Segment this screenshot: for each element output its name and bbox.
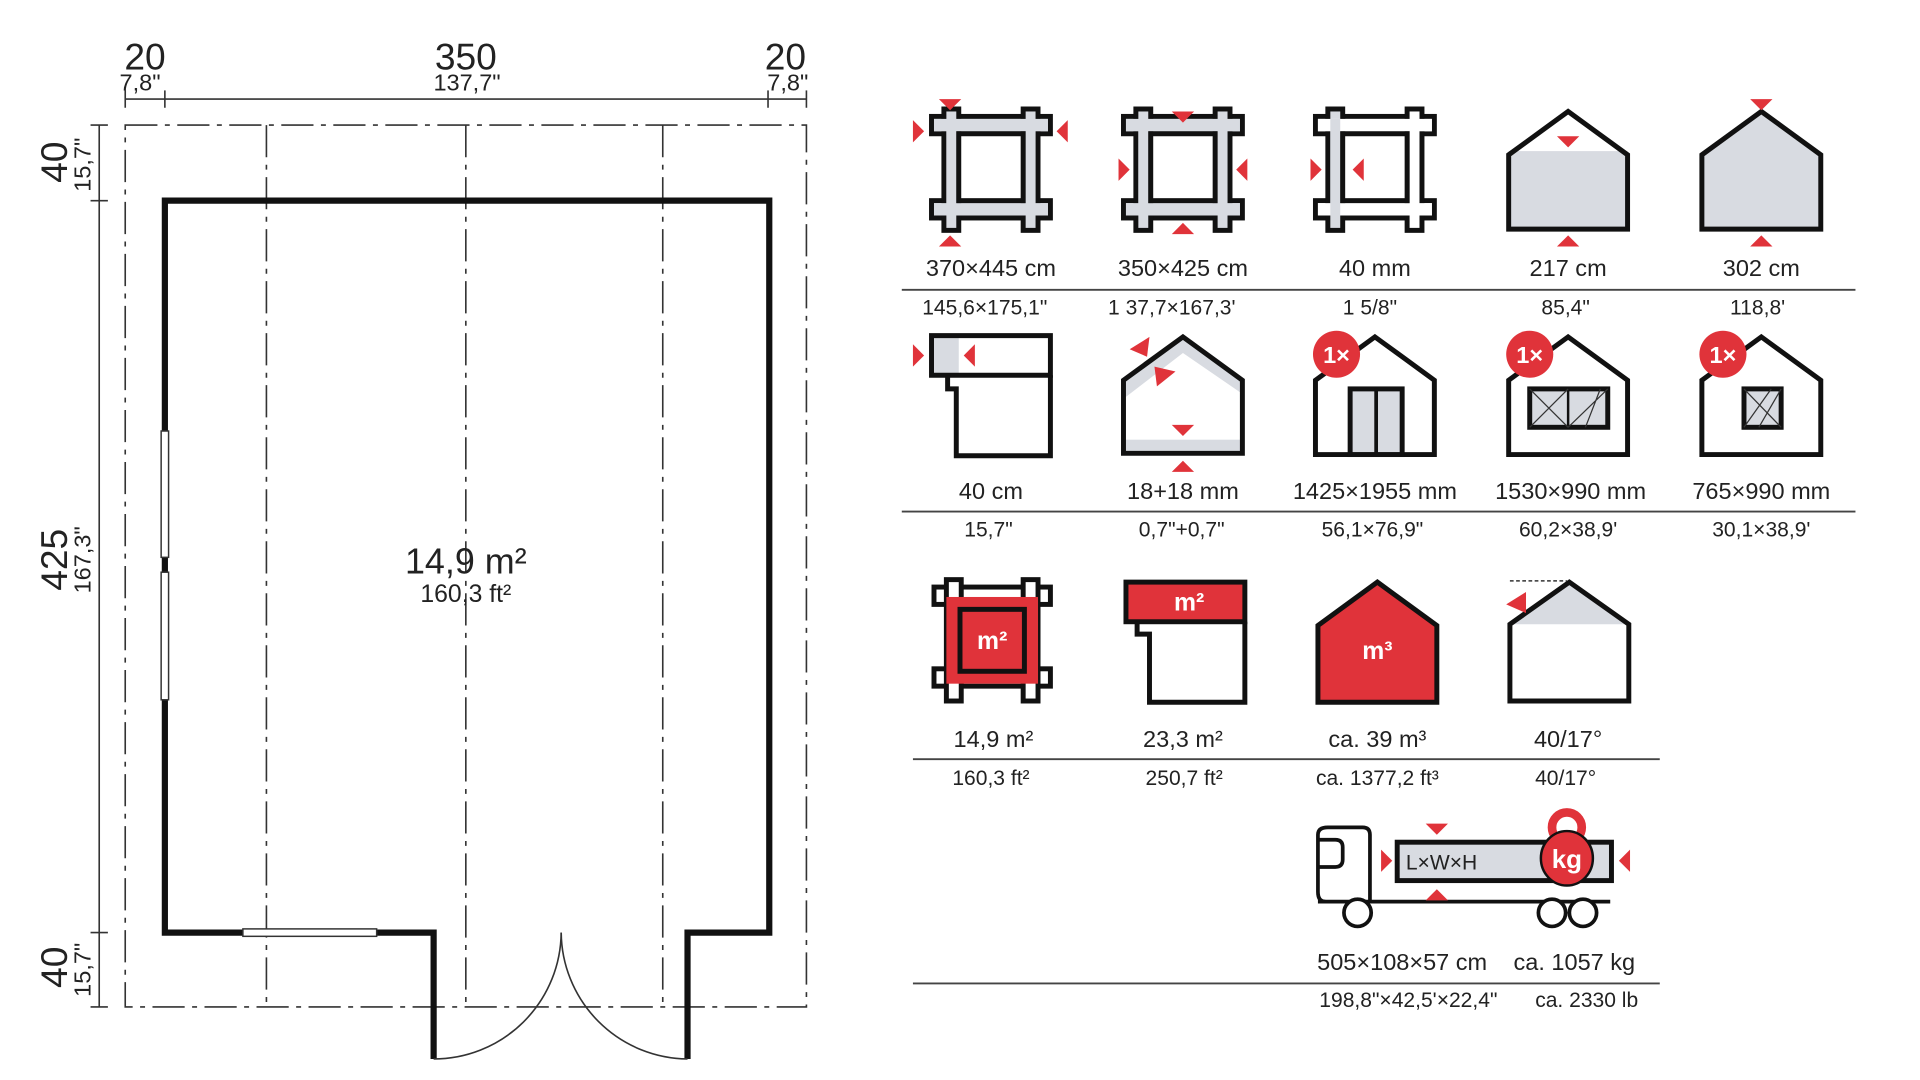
quantity-badge: 1×	[1699, 330, 1747, 378]
spec-value: ca. 39 m³	[1328, 726, 1426, 752]
spec-imperial: 30,1×38,9'	[1712, 518, 1810, 541]
top-dimension-line	[124, 90, 808, 108]
walls	[161, 197, 773, 1059]
single-window-icon: 1×	[1699, 330, 1824, 458]
spec-value: 23,3 m²	[1143, 726, 1223, 752]
svg-text:kg: kg	[1552, 844, 1582, 874]
double-window-icon: 1×	[1506, 330, 1631, 458]
roof-floor-thickness-icon	[1121, 333, 1245, 472]
package-weight: ca. 1057 kg	[1514, 949, 1636, 975]
weight-icon: kg	[1539, 808, 1595, 887]
spec-value: 217 cm	[1530, 255, 1607, 281]
spec-imperial: 1 5/8"	[1343, 297, 1397, 320]
dim-front-inch: 15,7"	[70, 138, 96, 192]
spec-value: 40 cm	[959, 478, 1023, 504]
spec-value: 350×425 cm	[1118, 255, 1248, 281]
window-left-1	[160, 430, 170, 559]
door-swing-right	[560, 932, 688, 1060]
floor-plan: 20 7,8" 350 137,7" 20 7,8" 40 15,7" 425 …	[33, 35, 808, 1060]
dim-depth-cm: 425	[33, 529, 75, 591]
quantity-badge: 1×	[1506, 330, 1554, 378]
window-left-2	[160, 571, 170, 701]
svg-text:m²: m²	[1174, 590, 1204, 617]
window-front	[242, 928, 378, 938]
package-dimensions-label: L×W×H	[1406, 851, 1477, 874]
dim-right-inch: 7,8"	[767, 69, 808, 95]
spec-value: 1425×1955 mm	[1293, 478, 1457, 504]
svg-text:1×: 1×	[1516, 342, 1543, 368]
svg-text:1×: 1×	[1710, 342, 1737, 368]
spec-imperial: 145,6×175,1"	[922, 297, 1047, 320]
spec-value: 1530×990 mm	[1495, 478, 1646, 504]
spec-imperial: 118,8'	[1730, 297, 1785, 320]
roof-area-icon: m²	[1123, 579, 1248, 705]
spec-imperial: 85,4"	[1541, 297, 1589, 320]
spec-value: 40 mm	[1339, 255, 1411, 281]
shipping-spec: L×W×H kg 505×108×57 cm ca. 1057 kg 198,8…	[912, 808, 1660, 1012]
volume-icon: m³	[1315, 579, 1440, 705]
door-swing-left	[433, 932, 562, 1060]
truck-icon: L×W×H kg	[1316, 808, 1631, 929]
spec-value: 40/17°	[1534, 726, 1602, 752]
spec-row-3: m² m² m³ 14,9 m² 23,3 m² ca. 39 m³ 40/17…	[912, 577, 1660, 790]
outer-dimensions-icon	[912, 99, 1068, 247]
dim-back-cm: 40	[33, 947, 75, 988]
spec-imperial: 250,7 ft²	[1146, 767, 1223, 790]
dim-right-cm: 20	[765, 35, 806, 77]
spec-imperial: 56,1×76,9"	[1322, 518, 1424, 541]
wall-thickness-icon	[1310, 106, 1437, 233]
spec-value: 765×990 mm	[1692, 478, 1830, 504]
roof-overhang-icon	[912, 333, 1053, 459]
spec-row-1: 370×445 cm 350×425 cm 40 mm 217 cm 302 c…	[901, 99, 1856, 320]
dim-back-inch: 15,7"	[70, 943, 96, 997]
dim-front-cm: 40	[33, 142, 75, 183]
left-dimension-line	[90, 124, 108, 1008]
roof-pitch-icon	[1506, 579, 1632, 704]
spec-imperial: 1 37,7×167,3'	[1108, 297, 1236, 320]
spec-value: 370×445 cm	[926, 255, 1056, 281]
dim-left-cm: 20	[124, 35, 165, 77]
package-dimensions-imperial: 198,8"×42,5'×22,4"	[1319, 989, 1497, 1012]
ridge-height-icon	[1699, 99, 1824, 247]
spec-row-2: 1× 1× 1× 40 cm 18+18 mm 1425×1955 m	[901, 330, 1856, 541]
floor-area-icon: m²	[931, 577, 1053, 704]
side-wall-height-icon	[1506, 108, 1631, 247]
dim-left-inch: 7,8"	[120, 69, 161, 95]
dim-depth-inch: 167,3"	[70, 526, 96, 593]
floor-area-m2: 14,9 m²	[405, 540, 527, 581]
spec-imperial: ca. 1377,2 ft³	[1316, 767, 1439, 790]
quantity-badge: 1×	[1312, 330, 1361, 378]
spec-value: 302 cm	[1723, 255, 1800, 281]
floor-area-ft2: 160,3 ft²	[420, 581, 511, 608]
dim-width-cm: 350	[435, 35, 497, 77]
spec-imperial: 40/17°	[1535, 767, 1596, 790]
spec-imperial: 0,7"+0,7"	[1139, 518, 1225, 541]
door-icon: 1×	[1312, 330, 1437, 458]
spec-imperial: 60,2×38,9'	[1519, 518, 1617, 541]
spec-imperial: 160,3 ft²	[952, 767, 1029, 790]
svg-text:m³: m³	[1362, 638, 1392, 665]
inner-dimensions-icon	[1118, 106, 1248, 235]
spec-imperial: 15,7"	[964, 518, 1012, 541]
dim-width-inch: 137,7"	[433, 69, 500, 95]
package-weight-imperial: ca. 2330 lb	[1535, 989, 1638, 1012]
spec-value: 18+18 mm	[1127, 478, 1239, 504]
svg-text:m²: m²	[977, 628, 1007, 655]
package-dimensions: 505×108×57 cm	[1317, 949, 1487, 975]
spec-value: 14,9 m²	[954, 726, 1034, 752]
svg-text:1×: 1×	[1323, 342, 1350, 368]
